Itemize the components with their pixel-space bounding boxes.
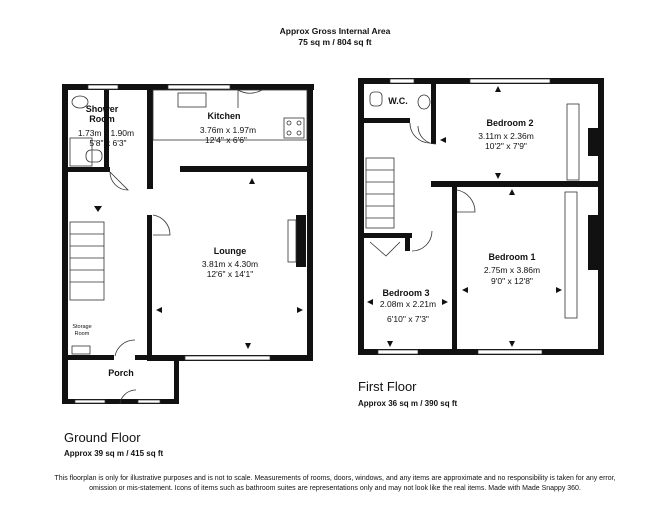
gf-wall-hall-bottom: [135, 355, 155, 360]
gf-shower-wc: [85, 149, 103, 163]
lounge-name: Lounge: [214, 246, 247, 256]
shower-name-1: Shower: [86, 104, 119, 114]
ground-floor-title: Ground Floor: [64, 430, 141, 445]
gf-wall-kitchen-right: [307, 84, 313, 172]
gf-shower-tray: [69, 137, 93, 167]
ff-window-bed3: [377, 349, 419, 355]
gf-dim-marker: [249, 178, 255, 184]
ff-window-wc: [389, 78, 415, 84]
first-floor-title: First Floor: [358, 379, 417, 394]
ff-bed1-wardrobe: [564, 191, 578, 319]
gf-kitchen-sink: [177, 92, 207, 108]
ff-window-bed2: [469, 78, 551, 84]
ff-wall-bed1-left: [452, 187, 457, 355]
gf-hearth: [287, 219, 297, 263]
ground-floor-plan: [62, 84, 314, 405]
gf-door-storage: [114, 339, 136, 357]
gf-kitchen-hob: [283, 117, 305, 139]
gf-door-lounge: [152, 214, 171, 236]
gf-wall-hall-right: [147, 215, 152, 361]
gf-wall-left: [62, 84, 68, 404]
ff-window-bed1: [477, 349, 543, 355]
first-floor-area: Approx 36 sq m / 390 sq ft: [358, 399, 458, 408]
gf-wall-kitchen-bottom: [180, 166, 313, 172]
gf-wall-shower-bottom: [62, 167, 110, 172]
gf-porch-top: [147, 355, 179, 360]
bedroom1-metric: 2.75m x 3.86m: [484, 265, 540, 275]
bedroom3-imperial: 6'10" x 7'3": [387, 314, 429, 324]
ff-bed2-wardrobe: [566, 103, 580, 181]
disclaimer-text: This floorplan is only for illustrative …: [54, 475, 616, 492]
bedroom3-name: Bedroom 3: [382, 288, 429, 298]
ff-stairs: [365, 157, 395, 229]
ff-wall-right: [598, 78, 604, 354]
storage-name-1: Storage: [72, 324, 91, 330]
shower-name-2: Room: [89, 114, 115, 124]
porch-name: Porch: [108, 368, 134, 378]
gf-window-porch-left: [74, 399, 106, 404]
gf-door-shower: [109, 171, 129, 191]
gf-porch-left: [62, 358, 67, 404]
gf-window-lounge: [184, 355, 271, 361]
shower-metric: 1.73m x 1.90m: [78, 128, 134, 138]
shower-imperial: 5'8" x 6'3": [89, 138, 126, 148]
gf-kitchen-worktop: [152, 89, 308, 141]
ff-door-wc: [409, 122, 431, 144]
ff-bed1-chimney: [588, 215, 598, 270]
total-area: 75 sq m / 804 sq ft: [298, 37, 372, 47]
ff-bed2-chimney: [588, 128, 598, 156]
bedroom2-imperial: 10'2" x 7'9": [485, 141, 527, 151]
gf-fireplace: [296, 215, 306, 267]
ff-wall-bed2-bottom: [431, 181, 598, 187]
bedroom3-metric: 2.08m x 2.21m: [380, 299, 436, 309]
gf-wall-shower-right: [104, 84, 109, 172]
bedroom2-name: Bedroom 2: [486, 118, 533, 128]
first-floor-plan: [358, 78, 604, 355]
ff-wc-basin: [417, 94, 431, 110]
kitchen-metric: 3.76m x 1.97m: [200, 125, 256, 135]
lounge-metric: 3.81m x 4.30m: [202, 259, 258, 269]
storage-name-2: Room: [75, 331, 90, 337]
ground-floor-area: Approx 39 sq m / 415 sq ft: [64, 449, 164, 458]
ff-wc-toilet: [369, 91, 383, 107]
bedroom1-name: Bedroom 1: [488, 252, 535, 262]
gf-door-porch: [119, 389, 137, 405]
ff-wall-left: [358, 78, 364, 354]
gf-wall-kitchen-left: [147, 84, 153, 189]
wc-name: W.C.: [388, 96, 408, 106]
ff-wall-wc-bottom: [364, 118, 410, 123]
ff-wall-bed3-top: [364, 233, 412, 238]
gf-porch-right: [174, 358, 179, 404]
kitchen-name: Kitchen: [207, 111, 240, 121]
ff-bed3-cupboard: [369, 241, 401, 257]
gf-door-kitchen-back: [237, 89, 263, 108]
gf-storage-unit: [71, 345, 91, 355]
gf-wall-lounge-right: [307, 166, 313, 361]
gf-window-kitchen: [167, 84, 231, 90]
lounge-imperial: 12'6" x 14'1": [207, 269, 254, 279]
gf-wall-storage-bottom: [62, 355, 114, 360]
ff-door-bed3: [411, 230, 433, 252]
gf-stairs: [69, 221, 105, 301]
kitchen-imperial: 12'4" x 6'6": [205, 135, 247, 145]
gf-window-shower: [87, 84, 119, 90]
gf-window-porch-right: [137, 399, 161, 404]
ff-wall-wc-right: [431, 84, 436, 144]
ff-door-bed1: [456, 189, 476, 213]
ff-wall-bed3-cupboard: [405, 233, 410, 251]
ff-door-bed2: [417, 125, 437, 145]
bedroom2-metric: 3.11m x 2.36m: [478, 131, 534, 141]
area-heading: Approx Gross Internal Area: [279, 26, 391, 36]
gf-shower-basin: [71, 95, 89, 109]
bedroom1-imperial: 9'0" x 12'8": [491, 276, 533, 286]
